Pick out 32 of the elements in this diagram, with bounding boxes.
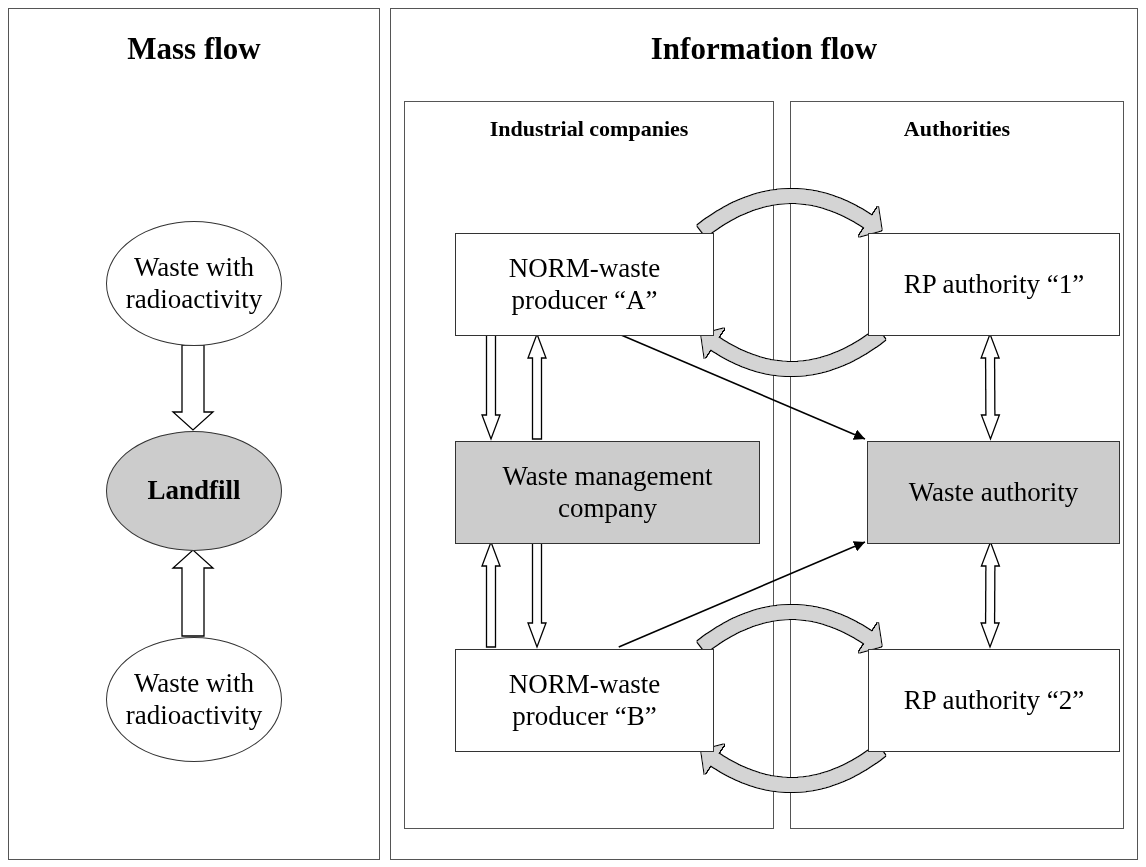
block-arrow	[171, 344, 215, 431]
panel	[790, 101, 1124, 829]
panel-title: Authorities	[903, 116, 1011, 142]
node-label: Waste authority	[907, 476, 1080, 508]
node-label: RP authority “2”	[902, 684, 1086, 716]
node-label: NORM-waste producer “A”	[507, 253, 662, 316]
node-label: NORM-waste producer “B”	[507, 669, 662, 732]
block-arrow	[171, 549, 215, 637]
process-box	[868, 233, 1120, 336]
panel-title: Mass flow	[127, 31, 261, 67]
curved-arrow	[697, 189, 882, 237]
panel	[390, 8, 1138, 860]
arrow	[618, 541, 866, 648]
panel-title: Industrial companies	[489, 116, 689, 142]
curved-arrow	[697, 605, 882, 653]
panel-title: Information flow	[650, 31, 878, 67]
node-label: Waste management company	[501, 461, 714, 524]
node-label: RP authority “1”	[902, 268, 1086, 300]
curved-arrow	[701, 744, 886, 792]
process-box	[868, 649, 1120, 752]
block-arrow	[481, 333, 501, 441]
block-arrow	[527, 541, 547, 649]
process-box	[455, 233, 714, 336]
node-label: Waste with radioactivity	[124, 668, 264, 731]
panel	[8, 8, 380, 860]
node-label: Waste with radioactivity	[124, 252, 264, 315]
curved-arrow	[701, 328, 886, 376]
process-box	[455, 441, 760, 544]
panel	[404, 101, 774, 829]
process-box	[867, 441, 1120, 544]
node-label: Landfill	[146, 475, 242, 507]
process-box	[455, 649, 714, 752]
